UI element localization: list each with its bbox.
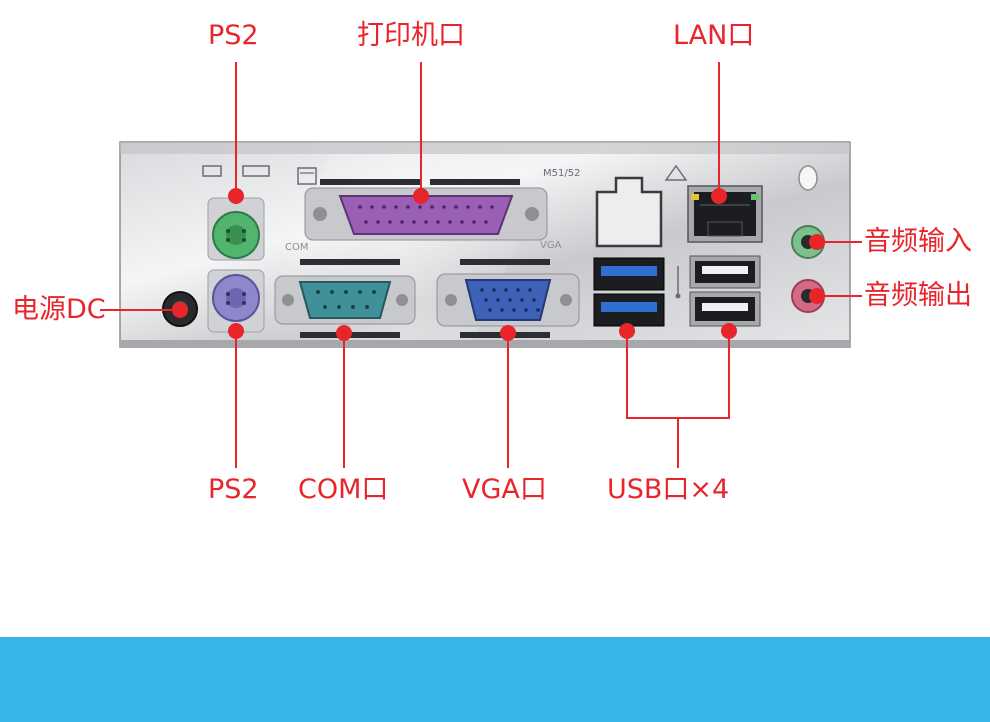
- dot-ps2-bottom: [228, 323, 244, 339]
- printer-symbol-icon: [297, 167, 317, 185]
- com-port: [274, 275, 416, 325]
- footer-band: [0, 637, 990, 722]
- label-lan-port: LAN口: [673, 20, 755, 51]
- mounting-hole: [798, 165, 818, 191]
- label-audio-in: 音频输入: [864, 226, 972, 257]
- network-symbol-icon: [664, 164, 688, 181]
- usb3-port-lower: [593, 293, 665, 327]
- vga-mark: VGA: [540, 240, 562, 251]
- vga-port: [436, 273, 580, 327]
- dot-usb-right: [721, 323, 737, 339]
- keyboard-mouse-symbol-icon: [202, 165, 270, 177]
- label-audio-out: 音频输出: [864, 280, 972, 311]
- callout-dots: [172, 188, 825, 341]
- com-mark: COM: [285, 242, 308, 253]
- printer-port: [304, 187, 548, 241]
- dot-audio-in: [809, 234, 825, 250]
- label-printer-port: 打印机口: [357, 20, 465, 51]
- dot-usb-left: [619, 323, 635, 339]
- ps2-mouse-port: [207, 269, 265, 333]
- dot-vga: [500, 325, 516, 341]
- dot-printer: [413, 188, 429, 204]
- usb2-port-lower: [689, 291, 761, 327]
- label-vga-port: VGA口: [462, 474, 547, 505]
- dot-ps2-top: [228, 188, 244, 204]
- callout-leaders: [100, 62, 862, 468]
- dot-dc: [172, 302, 188, 318]
- label-usb-ports: USB口×4: [607, 474, 730, 505]
- blank-knockout: [595, 176, 663, 248]
- label-ps2-top: PS2: [208, 20, 259, 51]
- dot-audio-out: [809, 288, 825, 304]
- label-ps2-bottom: PS2: [208, 474, 259, 505]
- dot-lan: [711, 188, 727, 204]
- usb2-port-upper: [689, 255, 761, 289]
- usb3-port-upper: [593, 257, 665, 291]
- usb-symbol-icon: [675, 266, 681, 299]
- label-power-dc: 电源DC: [12, 294, 106, 325]
- dot-com: [336, 325, 352, 341]
- label-com-port: COM口: [298, 474, 389, 505]
- ps2-keyboard-port: [207, 197, 265, 261]
- model-mark: M51/52: [543, 168, 580, 179]
